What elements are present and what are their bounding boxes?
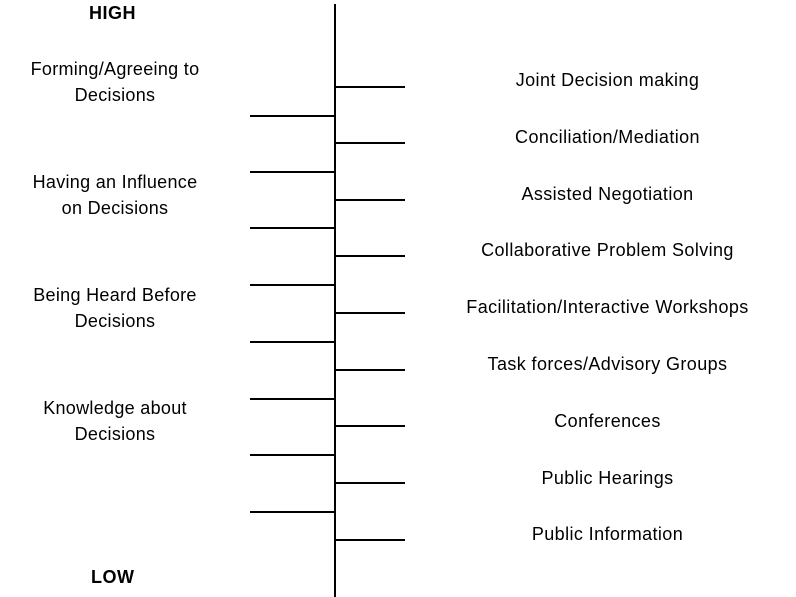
method-label-facilitation-workshops: Facilitation/Interactive Workshops [466, 297, 749, 317]
level-label-knowledge: Knowledge about Decisions [0, 395, 245, 447]
low-label: LOW [91, 567, 135, 587]
vertical-axis-line [334, 4, 336, 597]
level-label-forming-agreeing: Forming/Agreeing to Decisions [0, 56, 245, 108]
level-label-line: Decisions [74, 85, 156, 105]
level-label-having-influence: Having an Influence on Decisions [0, 169, 245, 221]
level-separator-tick [250, 454, 335, 456]
method-tick [335, 255, 405, 257]
method-tick [335, 312, 405, 314]
level-separator-tick [250, 511, 335, 513]
method-tick [335, 482, 405, 484]
level-separator-tick [250, 171, 335, 173]
method-tick [335, 199, 405, 201]
method-tick [335, 425, 405, 427]
level-separator-tick [250, 284, 335, 286]
method-tick [335, 142, 405, 144]
method-label-assisted-negotiation: Assisted Negotiation [521, 184, 694, 204]
method-label-collaborative-problem-solving: Collaborative Problem Solving [481, 240, 734, 260]
method-tick [335, 86, 405, 88]
level-label-line: Forming/Agreeing to [30, 59, 200, 79]
method-label-conferences: Conferences [554, 411, 661, 431]
level-separator-tick [250, 341, 335, 343]
method-label-public-hearings: Public Hearings [541, 468, 674, 488]
method-label-public-information: Public Information [531, 524, 684, 544]
method-tick [335, 369, 405, 371]
method-tick [335, 539, 405, 541]
level-label-line: Being Heard Before [33, 285, 197, 305]
level-separator-tick [250, 227, 335, 229]
high-label: HIGH [89, 3, 136, 23]
level-label-line: Knowledge about [43, 398, 187, 418]
level-label-line: Decisions [74, 311, 156, 331]
method-label-joint-decision-making: Joint Decision making [515, 70, 700, 90]
level-separator-tick [250, 398, 335, 400]
level-label-line: Decisions [74, 424, 156, 444]
level-label-being-heard: Being Heard Before Decisions [0, 282, 245, 334]
level-label-line: Having an Influence [32, 172, 198, 192]
level-separator-tick [250, 115, 335, 117]
method-label-conciliation-mediation: Conciliation/Mediation [515, 127, 700, 147]
level-label-line: on Decisions [61, 198, 169, 218]
method-label-task-forces-advisory: Task forces/Advisory Groups [487, 354, 728, 374]
